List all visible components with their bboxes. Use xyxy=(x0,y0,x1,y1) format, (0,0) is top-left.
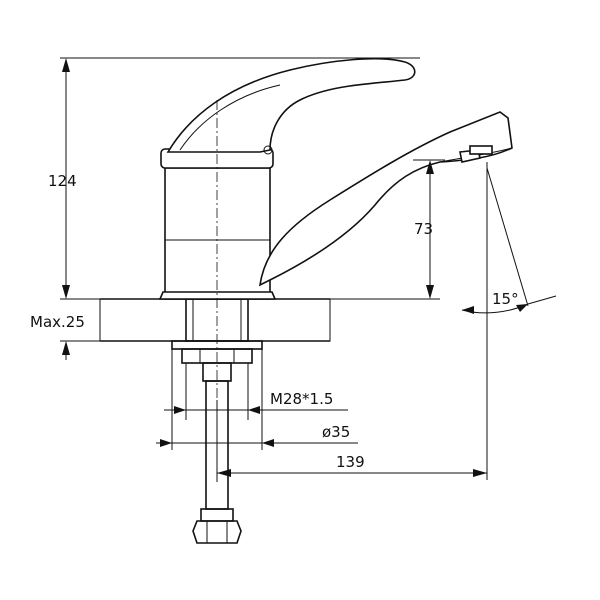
dim-reach-label: 139 xyxy=(336,453,365,471)
dim-thread-label: M28*1.5 xyxy=(270,390,333,408)
dim-spout-angle: 15° xyxy=(461,162,557,480)
dim-max-thickness-label: Max.25 xyxy=(30,313,85,331)
supply-hose xyxy=(192,380,242,544)
faucet-spout xyxy=(258,111,513,287)
dim-total-height: 124 xyxy=(48,57,420,300)
dim-spout-height-label: 73 xyxy=(414,220,433,238)
countertop-section xyxy=(99,298,331,342)
dim-max-thickness: Max.25 xyxy=(30,282,100,360)
faucet-body xyxy=(158,148,277,300)
dim-spout-height: 73 xyxy=(330,159,445,300)
dim-diameter-label: ø35 xyxy=(322,423,350,441)
dim-spout-angle-label: 15° xyxy=(492,290,519,308)
dim-reach: 139 xyxy=(216,400,487,482)
dim-thread: M28*1.5 xyxy=(164,363,348,420)
dim-diameter: ø35 xyxy=(156,349,358,450)
handle-lever xyxy=(166,57,416,155)
dim-total-height-label: 124 xyxy=(48,172,77,190)
